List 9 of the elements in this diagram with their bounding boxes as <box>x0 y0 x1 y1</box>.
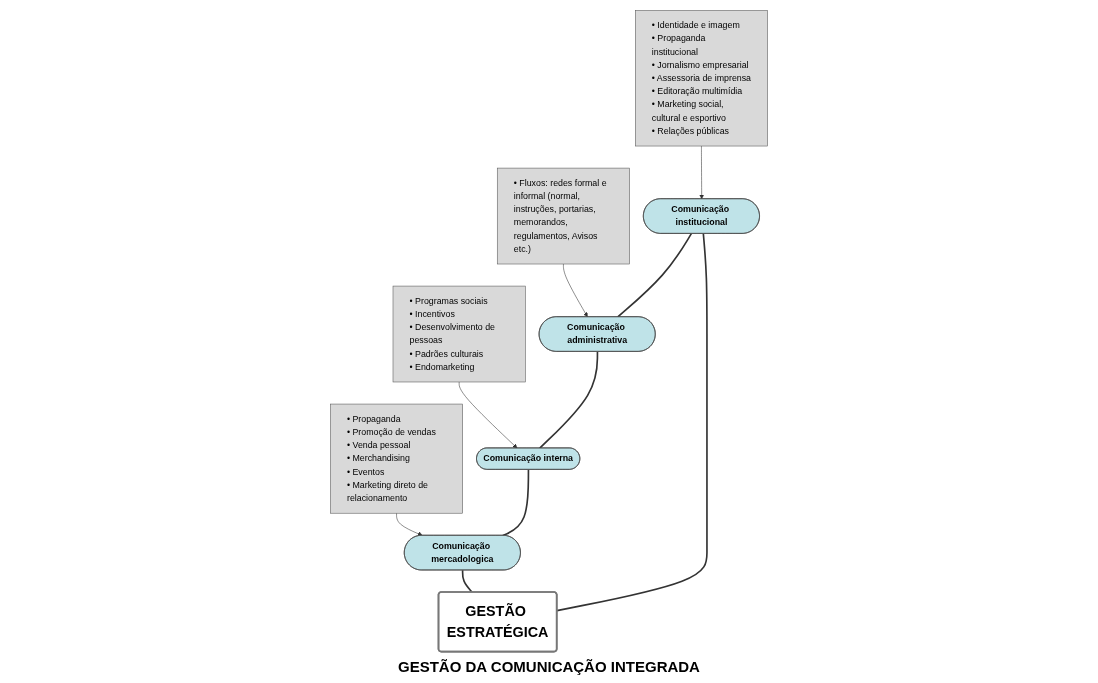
connector <box>502 468 530 537</box>
connector <box>538 350 599 449</box>
node-box: • Identidade e imagem • Propaganda institucional • Jornalismo empresarial • Assessoria de imprensa • Editoração multimídia • Marketing social, cultural e esportivo • Relações públicas <box>635 10 768 147</box>
connector <box>556 232 708 612</box>
connector <box>461 569 473 594</box>
node-box: • Fluxos: redes formal e informal (normal, instruções, portarias, memorandos, regulamentos, Avisos etc.) <box>497 167 630 265</box>
connector <box>616 232 693 318</box>
node-box: • Propaganda • Promoção de vendas • Venda pessoal • Merchandising • Eventos • Marketing direto de relacionamento <box>330 403 463 514</box>
node-box: • Programas sociais • Incentivos • Desenvolvimento de pessoas • Padrões culturais • Endomarketing <box>392 285 526 383</box>
